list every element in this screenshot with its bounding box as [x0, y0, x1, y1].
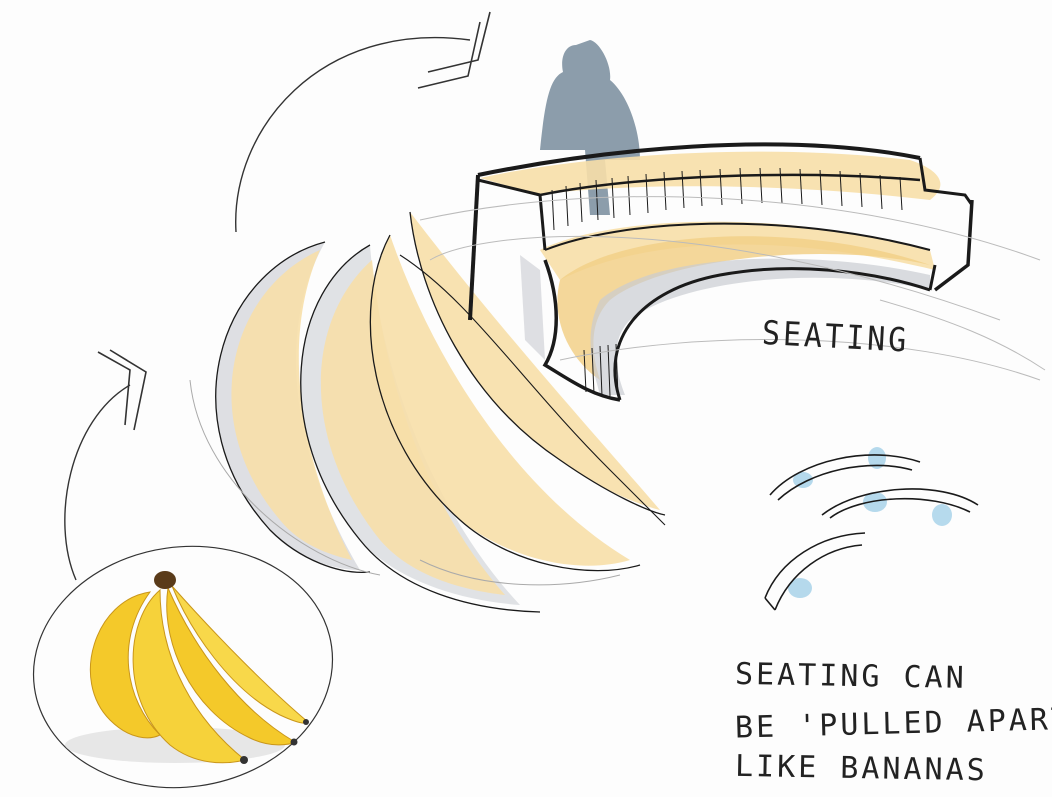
caption-line-3: LIKE BANANAS: [735, 744, 1052, 796]
bottom-left-curved-arrow: [65, 350, 146, 580]
banana-photo-ellipse: [18, 527, 348, 797]
top-curved-arrow: [236, 12, 490, 232]
seating-caption: SEATING CAN BE 'PULLED APART' LIKE BANAN…: [735, 655, 1052, 793]
seating-label: SEATING: [761, 314, 910, 360]
caption-line-1: SEATING CAN: [735, 652, 1052, 704]
arc-diagrams: [765, 447, 978, 610]
caption-line-2: BE 'PULLED APART': [734, 696, 1052, 751]
